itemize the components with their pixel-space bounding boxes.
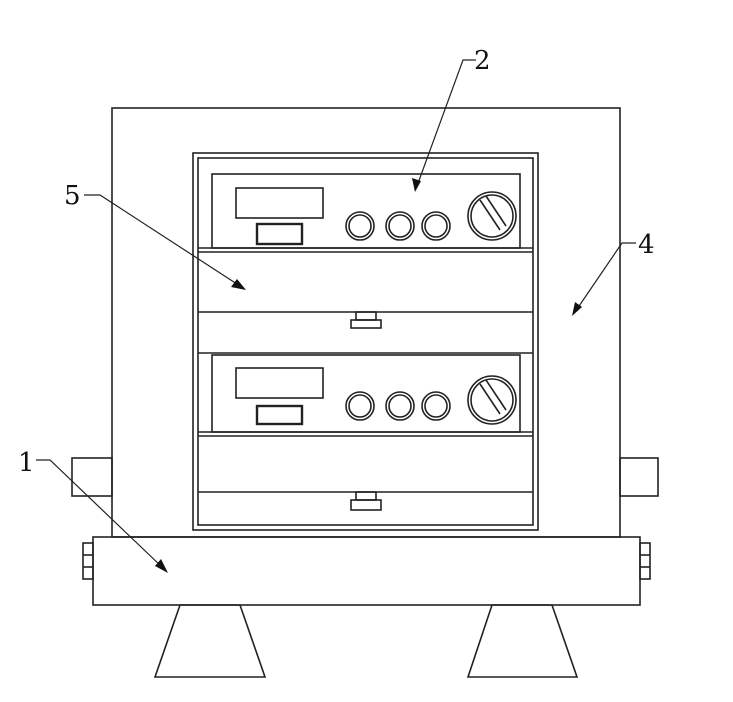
foot-right bbox=[466, 604, 579, 678]
drawer-handle-top[interactable] bbox=[350, 311, 382, 329]
label-2: 2 bbox=[474, 46, 491, 76]
display-screen bbox=[235, 367, 324, 399]
inner-frame-outer bbox=[192, 152, 539, 531]
foot-left bbox=[153, 604, 267, 678]
arrowheads bbox=[155, 178, 582, 573]
base-bar bbox=[92, 536, 641, 606]
leader-lines bbox=[36, 59, 636, 569]
control-panel-bottom bbox=[211, 354, 521, 433]
indicator bbox=[255, 404, 304, 426]
knob-icon bbox=[467, 375, 517, 425]
label-1: 1 bbox=[18, 448, 35, 478]
side-tab-right bbox=[619, 457, 659, 497]
control-panel-top bbox=[211, 173, 521, 249]
button-icon bbox=[345, 211, 375, 241]
indicator bbox=[255, 222, 304, 246]
side-tab-left bbox=[71, 457, 113, 497]
label-5: 5 bbox=[64, 181, 81, 211]
button-icon bbox=[385, 211, 415, 241]
display-screen bbox=[235, 187, 324, 219]
button-icon bbox=[421, 391, 451, 421]
button-icon bbox=[385, 391, 415, 421]
button-icon bbox=[345, 391, 375, 421]
knob-icon bbox=[467, 191, 517, 241]
inner-frame-inner bbox=[197, 157, 534, 526]
bolt-right bbox=[639, 542, 651, 580]
label-4: 4 bbox=[638, 230, 655, 260]
housing-body bbox=[111, 107, 621, 538]
drawer-handle-bottom[interactable] bbox=[350, 491, 382, 511]
bolt-left bbox=[82, 542, 94, 580]
button-icon bbox=[421, 211, 451, 241]
